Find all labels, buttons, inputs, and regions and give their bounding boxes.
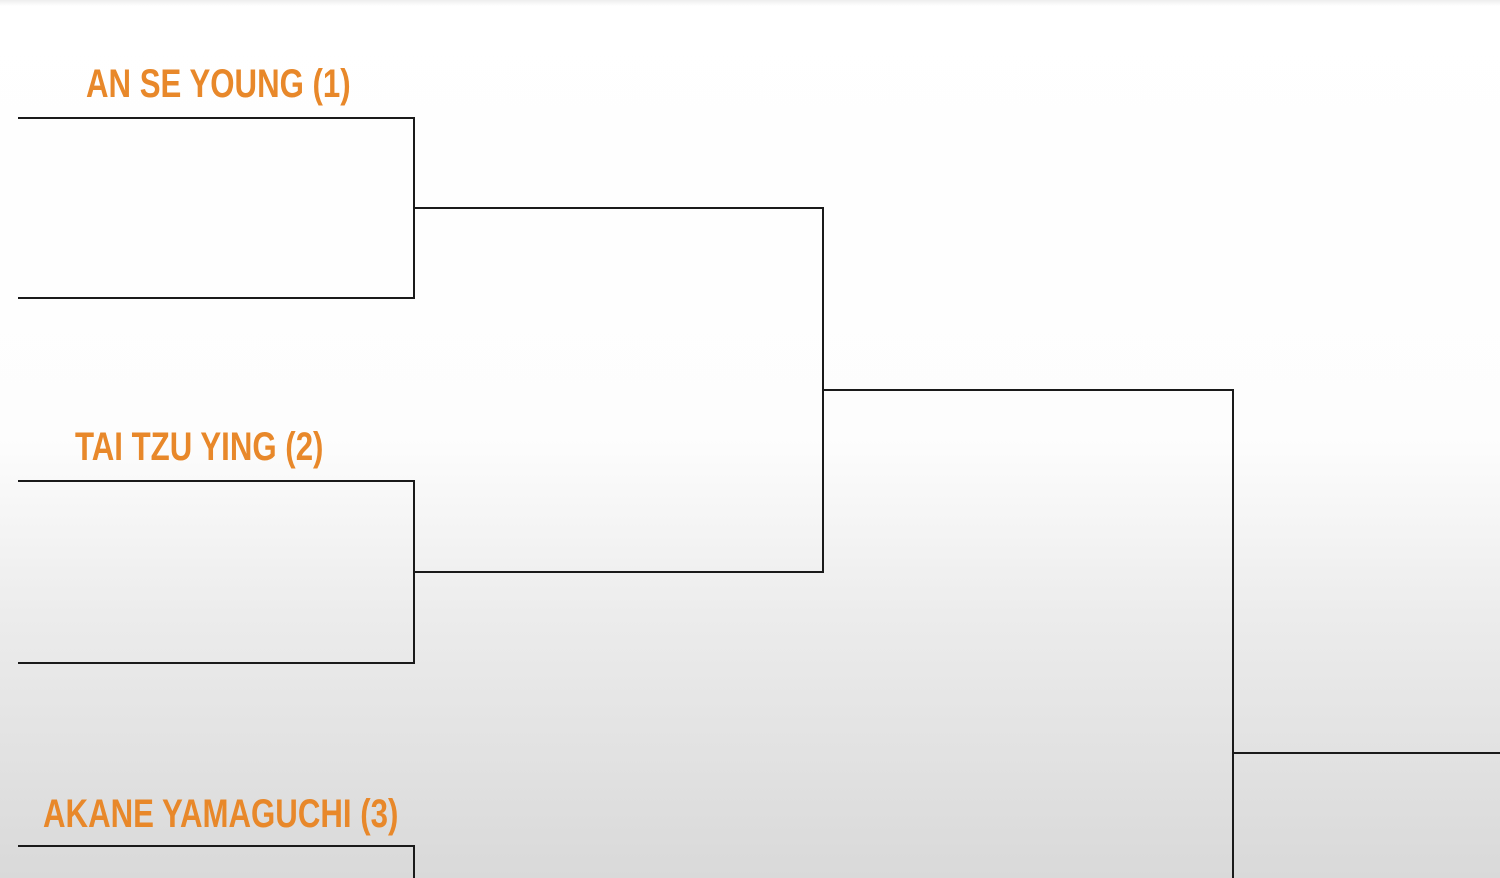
r1-match-2-connector [18,480,415,664]
r3-match-1-connector [823,389,1234,878]
r1-match-1-connector [18,117,415,299]
r2-match-1-connector [414,207,824,573]
player-name-tai-tzu-ying: TAI TZU YING (2) [75,425,324,469]
top-edge-shade [0,0,1500,6]
player-name-akane-yamaguchi: AKANE YAMAGUCHI (3) [43,792,399,836]
r1-match-3-connector [18,845,415,878]
player-name-an-se-young: AN SE YOUNG (1) [86,62,351,106]
